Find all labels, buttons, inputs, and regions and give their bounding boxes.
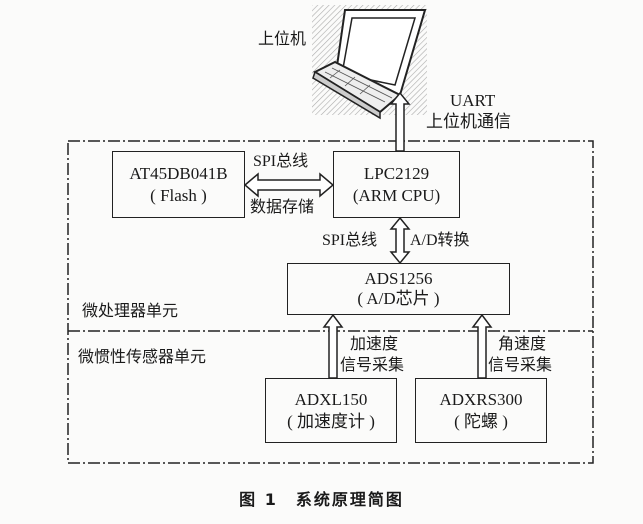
outer-boundary — [67, 140, 594, 464]
cpu-block: LPC2129 (ARM CPU) — [333, 151, 460, 218]
flash-block: AT45DB041B ( Flash ) — [112, 151, 245, 218]
uart-comm-label: 上位机通信 — [426, 112, 511, 131]
gyro-signal-arrow — [471, 313, 493, 379]
flash-sub: ( Flash ) — [150, 185, 207, 205]
adc-name: ADS1256 — [364, 269, 433, 288]
gyro-sub: ( 陀螺 ) — [454, 411, 508, 431]
adc-block: ADS1256 ( A/D芯片 ) — [287, 263, 510, 315]
spi-bus-label: SPI总线 — [253, 153, 309, 170]
flash-name: AT45DB041B — [129, 163, 228, 183]
figure-caption: 图 1 系统原理简图 — [239, 490, 404, 509]
ad-convert-label: A/D转换 — [410, 232, 470, 249]
spi-ad-arrow — [389, 216, 411, 265]
gyro-name: ADXRS300 — [439, 389, 523, 409]
spi-storage-arrow — [243, 172, 335, 198]
sensor-unit-label: 微惯性传感器单元 — [78, 349, 207, 366]
uart-arrow — [389, 91, 411, 152]
gyro-signal-label-2: 信号采集 — [488, 357, 553, 374]
accel-sub: ( 加速度计 ) — [287, 411, 375, 431]
accel-block: ADXL150 ( 加速度计 ) — [265, 378, 397, 443]
data-storage-label: 数据存储 — [250, 199, 315, 216]
accel-signal-label-1: 加速度 — [350, 336, 399, 353]
gyro-signal-label-1: 角速度 — [498, 336, 547, 353]
accel-signal-label-2: 信号采集 — [340, 357, 405, 374]
adc-sub: ( A/D芯片 ) — [357, 289, 440, 308]
host-label: 上位机 — [258, 31, 307, 48]
cpu-sub: (ARM CPU) — [352, 185, 441, 205]
cpu-name: LPC2129 — [363, 163, 430, 183]
accel-name: ADXL150 — [294, 389, 368, 409]
laptop-icon — [312, 5, 427, 120]
accel-signal-arrow — [322, 313, 344, 379]
spi-bus-label-2: SPI总线 — [322, 232, 378, 249]
uart-label: UART — [450, 91, 496, 110]
gyro-block: ADXRS300 ( 陀螺 ) — [415, 378, 547, 443]
processor-unit-label: 微处理器单元 — [82, 303, 179, 320]
